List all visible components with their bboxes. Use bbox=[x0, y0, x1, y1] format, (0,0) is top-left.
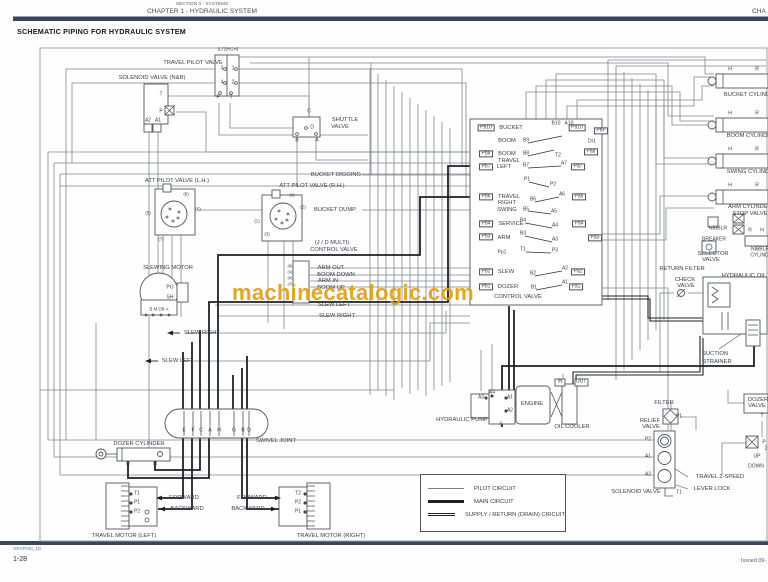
legend-items: PILOT CIRCUIT MAIN CIRCUIT SUPPLY / RETURN… bbox=[421, 482, 565, 521]
watermark: machinecatalogic.com bbox=[232, 280, 474, 305]
legend-item-label: PILOT CIRCUIT bbox=[474, 485, 516, 492]
symbol-details bbox=[106, 67, 759, 527]
header-chapter: CHAPTER 1 - HYDRAULIC SYSTEM bbox=[147, 8, 257, 15]
page-title: SCHEMATIC PIPING FOR HYDRAULIC SYSTEM bbox=[17, 27, 186, 36]
footer-graphic-id: GRAPHIC_1D bbox=[13, 546, 42, 551]
footer-page-number: 1-28 bbox=[13, 556, 28, 563]
legend-item: PILOT CIRCUIT bbox=[428, 482, 565, 495]
footer-divider-bar bbox=[0, 541, 768, 545]
header-divider-bar bbox=[13, 16, 768, 21]
header-section: SECTION 3 - SYSTEMS bbox=[175, 2, 229, 7]
header-right-fragment: CHA bbox=[752, 8, 766, 15]
legend-line-sample bbox=[428, 500, 464, 503]
main-circuit-lines bbox=[127, 165, 755, 510]
legend: PILOT CIRCUIT MAIN CIRCUIT SUPPLY / RETURN… bbox=[420, 474, 566, 532]
legend-item: SUPPLY / RETURN (DRAIN) CIRCUIT bbox=[428, 508, 565, 521]
direction-arrows bbox=[145, 330, 281, 512]
legend-item-label: MAIN CIRCUIT bbox=[474, 498, 514, 505]
legend-line-sample bbox=[428, 488, 464, 489]
legend-line-sample bbox=[428, 512, 456, 517]
arrow-stems bbox=[151, 332, 275, 510]
footer-issued: Issued 09- bbox=[741, 558, 767, 564]
legend-item-label: SUPPLY / RETURN (DRAIN) CIRCUIT bbox=[465, 511, 565, 518]
component-shapes bbox=[95, 54, 768, 530]
legend-item: MAIN CIRCUIT bbox=[428, 495, 565, 508]
return-circuit-lines bbox=[572, 295, 704, 384]
